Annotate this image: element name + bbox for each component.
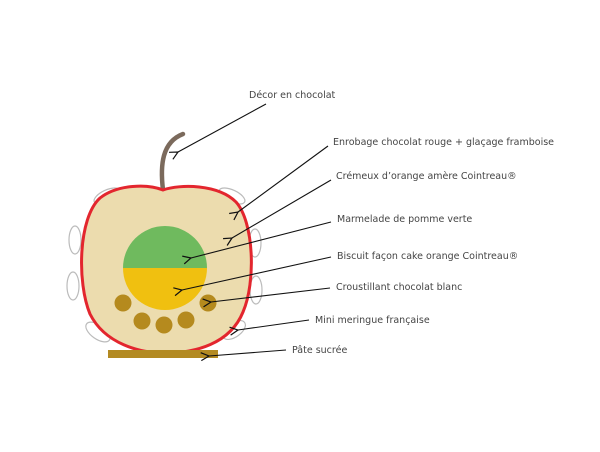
arrow-pate <box>209 349 287 356</box>
arrow-enrobage <box>238 145 329 212</box>
croustillant-piece <box>133 312 151 330</box>
chocolate-stem <box>159 131 186 193</box>
label-decor: Décor en chocolat <box>249 90 336 101</box>
meringue <box>66 271 80 301</box>
croustillant-piece <box>177 311 195 329</box>
arrow-meringue <box>238 319 310 330</box>
arrow-biscuit <box>182 256 332 290</box>
meringue <box>68 225 82 255</box>
label-cremeux: Crémeux d’orange amère Cointreau® <box>336 171 517 182</box>
arrow-decor <box>178 103 267 152</box>
label-croustillant: Croustillant chocolat blanc <box>336 282 462 293</box>
pate-sucree-base <box>108 350 218 358</box>
arrow-cremeux <box>232 179 332 238</box>
label-marmelade: Marmelade de pomme verte <box>337 214 472 225</box>
label-pate: Pâte sucrée <box>292 345 347 356</box>
label-biscuit: Biscuit façon cake orange Cointreau® <box>337 251 518 262</box>
label-meringue: Mini meringue française <box>315 315 430 326</box>
arrow-croustillant <box>211 287 331 302</box>
meringues <box>66 187 263 343</box>
croustillant-piece <box>114 294 132 312</box>
croustillant-piece <box>155 316 173 334</box>
croustillant-piece <box>199 294 217 312</box>
label-enrobage: Enrobage chocolat rouge + glaçage frambo… <box>333 137 554 148</box>
biscuit-layer <box>123 268 207 310</box>
arrow-marmelade <box>191 221 332 258</box>
